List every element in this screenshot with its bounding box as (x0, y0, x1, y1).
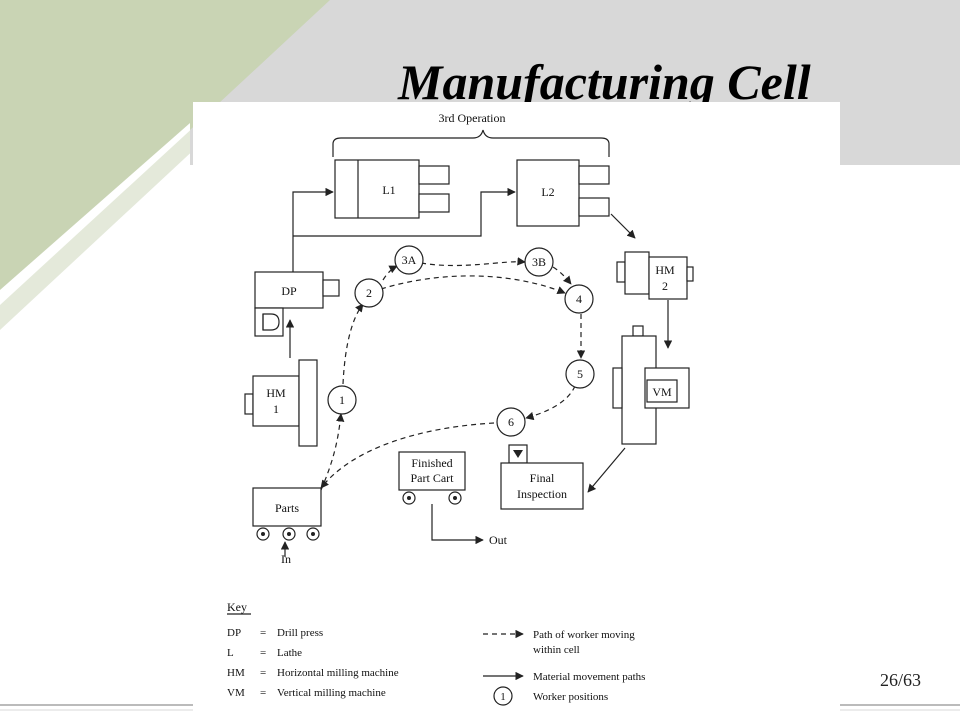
worker-position-3a: 3A (394, 245, 424, 275)
parts-cart: Parts (252, 487, 322, 541)
final-inspection-line1: Final (530, 471, 555, 485)
parts-cart-label: Parts (275, 501, 299, 515)
key-hm-eq: = (260, 667, 266, 679)
lathe-l1: L1 (334, 159, 450, 219)
key-vm-abbr: VM (227, 687, 245, 699)
finished-cart-line2: Part Cart (411, 471, 455, 485)
key-material-path-desc: Material movement paths (533, 671, 645, 683)
key-hm-desc: Horizontal milling machine (277, 667, 399, 679)
cell-layout-diagram: 3rd Operation L1 L2 (227, 111, 694, 706)
key-worker-position-symbol: 1 (493, 686, 513, 706)
drill-press-dp: DP (254, 271, 340, 337)
out-label: Out (489, 533, 508, 547)
key-worker-position-desc: Worker positions (533, 691, 608, 703)
in-label: In (281, 552, 291, 566)
worker-position-6-label: 6 (508, 415, 514, 429)
worker-position-3a-label: 3A (402, 253, 417, 267)
bracket-label: 3rd Operation (439, 111, 506, 125)
horizontal-mill-hm1: HM 1 (244, 359, 318, 447)
hm2-label-line1: HM (655, 263, 675, 277)
hm1-label-line1: HM (266, 386, 286, 400)
key-vm-eq: = (260, 687, 266, 699)
key-l-desc: Lathe (277, 647, 302, 659)
worker-position-2: 2 (354, 278, 384, 308)
finished-cart-line1: Finished (411, 456, 452, 470)
key-dp-abbr: DP (227, 627, 241, 639)
hm2-label-line2: 2 (662, 279, 668, 293)
worker-position-1-label: 1 (339, 393, 345, 407)
horizontal-mill-hm2: HM 2 (616, 251, 694, 300)
final-inspection-line2: Inspection (517, 487, 567, 501)
key-worker-path-line2: within cell (533, 644, 580, 656)
diagram-key: Key DP = Drill press L = Lathe HM = Hori… (227, 600, 645, 706)
key-hm-abbr: HM (227, 667, 245, 679)
key-l-eq: = (260, 647, 266, 659)
finished-part-cart: Finished Part Cart (398, 451, 466, 505)
dp-label: DP (281, 284, 297, 298)
worker-position-5-label: 5 (577, 367, 583, 381)
worker-position-3b-label: 3B (532, 255, 546, 269)
key-title: Key (227, 600, 247, 614)
lathe-l2-label: L2 (541, 185, 554, 199)
lathe-l2: L2 (516, 159, 610, 227)
manufacturing-cell-figure: 3rd Operation L1 L2 (193, 102, 840, 720)
worker-position-6: 6 (496, 407, 526, 437)
slide-title: Manufacturing Cell (398, 54, 811, 110)
worker-position-3b: 3B (524, 247, 554, 277)
key-dp-eq: = (260, 627, 266, 639)
key-worker-position-symbol-label: 1 (500, 691, 506, 703)
worker-position-4-label: 4 (576, 292, 582, 306)
material-movement-paths (280, 187, 673, 557)
page-number: 26/63 (880, 670, 922, 690)
lathe-l1-label: L1 (382, 183, 395, 197)
operation-bracket (332, 129, 610, 157)
hm1-label-line2: 1 (273, 402, 279, 416)
worker-paths (320, 257, 586, 491)
key-l-abbr: L (227, 647, 234, 659)
wedge-overlap (0, 0, 330, 130)
final-inspection-station: Final Inspection (500, 444, 584, 510)
vm-label: VM (652, 385, 672, 399)
worker-position-4: 4 (564, 284, 594, 314)
vertical-mill-vm: VM (612, 325, 690, 445)
worker-position-1: 1 (327, 385, 357, 415)
worker-position-2-label: 2 (366, 286, 372, 300)
key-worker-path-line1: Path of worker moving (533, 629, 635, 641)
key-dp-desc: Drill press (277, 627, 323, 639)
worker-position-5: 5 (565, 359, 595, 389)
key-vm-desc: Vertical milling machine (277, 687, 386, 699)
